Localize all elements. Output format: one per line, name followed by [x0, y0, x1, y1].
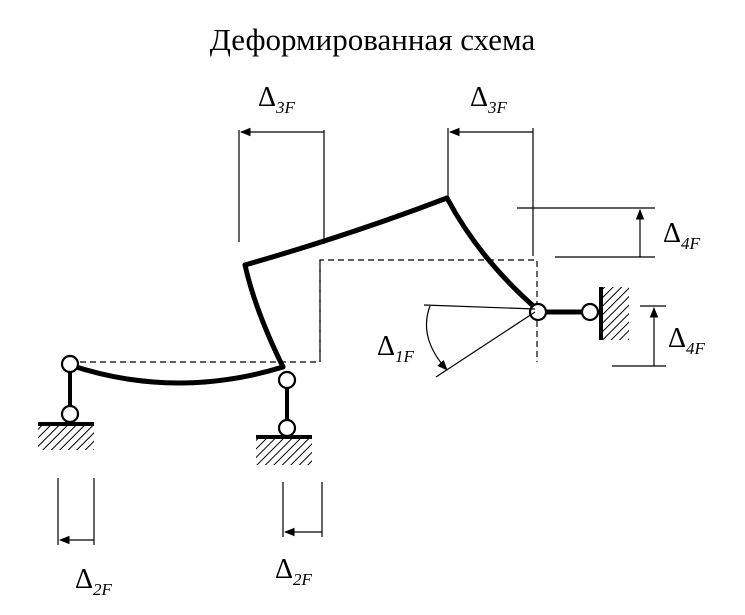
delta-3f-left-dimension: Δ3F	[238, 82, 325, 244]
delta-2f-left-dimension: Δ2F	[57, 478, 113, 599]
undeformed-scheme	[80, 259, 538, 363]
hinge-icon	[580, 302, 600, 322]
deformed-frame	[67, 195, 593, 386]
hinge-icon	[60, 404, 80, 424]
middle-support	[256, 370, 312, 465]
delta-3f-right-dimension: Δ3F	[447, 82, 534, 256]
delta-3f-left-label: Δ3F	[258, 82, 296, 117]
hinge-icon	[60, 354, 80, 374]
delta-2f-middle-label: Δ2F	[275, 554, 313, 589]
delta-4f-lower-dimension: Δ4F	[612, 305, 706, 367]
diagram-title: Деформированная схема	[209, 22, 536, 57]
delta-3f-right-label: Δ3F	[470, 82, 508, 117]
delta-1f-rotation: Δ1F	[377, 304, 536, 378]
delta-4f-upper-label: Δ4F	[663, 218, 701, 253]
bottom-left-beam	[67, 362, 286, 386]
delta-4f-lower-label: Δ4F	[668, 323, 706, 358]
top-beam	[242, 195, 450, 268]
delta-2f-middle-dimension: Δ2F	[275, 482, 323, 589]
delta-4f-upper-dimension: Δ4F	[517, 207, 701, 258]
delta-1f-label: Δ1F	[377, 331, 415, 366]
left-column	[242, 262, 286, 370]
left-support	[38, 354, 94, 450]
hinge-icon	[277, 418, 297, 438]
delta-2f-left-label: Δ2F	[75, 564, 113, 599]
right-support	[528, 287, 629, 340]
hinge-icon	[528, 302, 548, 322]
hinge-icon	[277, 370, 297, 390]
right-member	[444, 195, 541, 313]
